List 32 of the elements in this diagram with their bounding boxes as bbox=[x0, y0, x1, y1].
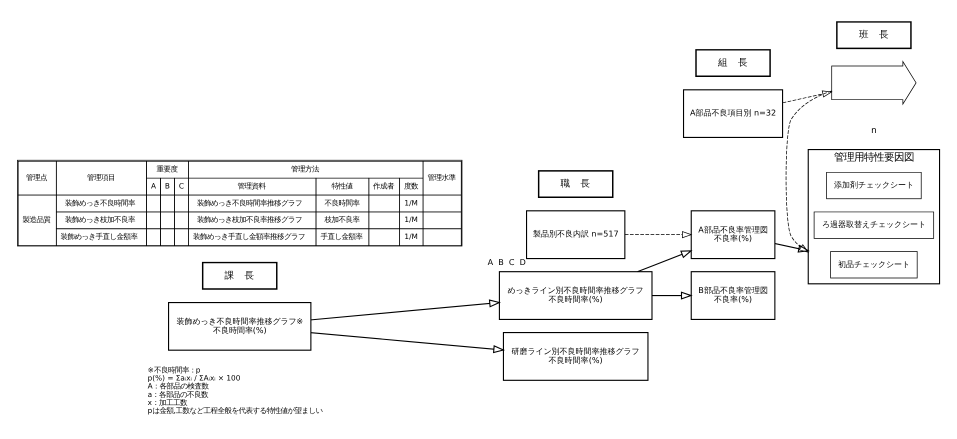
label: pは金額,工数など工程全般を代表する特性値が望ましい bbox=[148, 405, 323, 414]
label: 装飾めっき枝加不良率 bbox=[64, 214, 135, 224]
label: a：各部品の不良数 bbox=[148, 389, 208, 398]
label: 枝加不良率 bbox=[324, 214, 360, 224]
label: 不良時間率 bbox=[324, 198, 360, 207]
label: 管理方法 bbox=[291, 164, 320, 174]
label: B bbox=[164, 180, 170, 190]
label: 管理資料 bbox=[238, 180, 266, 190]
label: 手直し金額率 bbox=[320, 232, 362, 241]
label: 1/M bbox=[404, 232, 418, 241]
label: 管理水準 bbox=[428, 172, 456, 182]
label: 1/M bbox=[404, 198, 418, 207]
label: 装飾めっき枝加不良率推移グラフ bbox=[196, 214, 302, 224]
label: 管理項目 bbox=[86, 172, 115, 182]
label: C bbox=[178, 180, 184, 190]
label: A bbox=[150, 180, 156, 190]
label: 作成者 bbox=[373, 180, 394, 190]
label: 装飾めっき不良時間率 bbox=[64, 198, 135, 207]
label: A：各部品の検査数 bbox=[148, 381, 209, 390]
label: p(%) = Σaᵢxᵢ / ΣAᵢxᵢ × 100 bbox=[148, 373, 240, 382]
label: 特性値 bbox=[331, 180, 352, 190]
label: 重要度 bbox=[156, 164, 178, 174]
label: x：加工工数 bbox=[148, 397, 187, 406]
label: 装飾めっき手直し金額率推移グラフ bbox=[192, 232, 305, 241]
label: 度数 bbox=[404, 180, 418, 190]
label: 管理点 bbox=[26, 172, 48, 182]
node-label: n bbox=[871, 125, 877, 136]
label: 装飾めっき手直し金額率 bbox=[60, 232, 138, 241]
label: 1/M bbox=[404, 214, 418, 224]
label: 装飾めっき不良時間率推移グラフ bbox=[196, 198, 302, 207]
label: 製造品質 bbox=[22, 214, 51, 224]
label: ※不良時間率：p bbox=[148, 365, 200, 374]
